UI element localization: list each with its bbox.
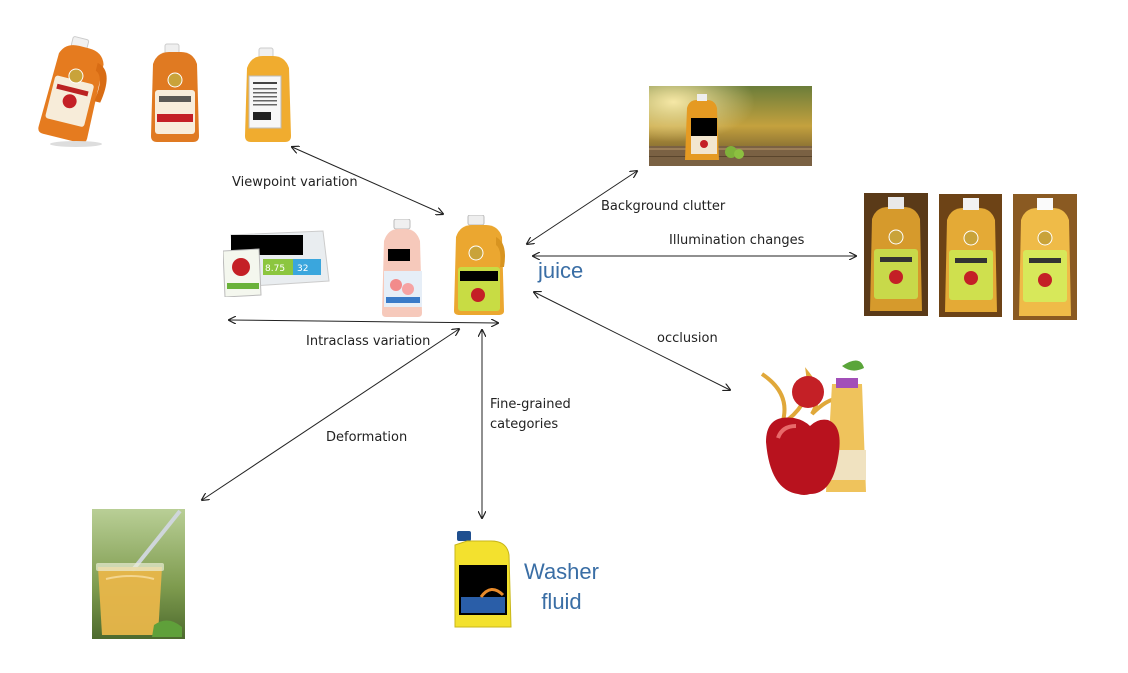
center-juice-jug-image <box>454 215 505 315</box>
viewpoint-jug-front-image <box>151 43 199 142</box>
illumination-jug-bright-image <box>1013 194 1077 320</box>
washer-fluid-line-1: Washer <box>524 559 599 584</box>
occlusion-image <box>760 360 866 495</box>
background-clutter-image <box>649 86 812 166</box>
illumination-jug-dark-image <box>864 193 928 316</box>
viewpoint-jug-side-image <box>245 47 291 142</box>
deformation-label: Deformation <box>326 430 408 445</box>
fine-grained-line-2: categories <box>490 417 559 432</box>
svg-text:32: 32 <box>297 264 308 274</box>
washer-fluid-line-2: fluid <box>541 589 582 614</box>
background-clutter-label: Background clutter <box>601 199 726 214</box>
washer-fluid-class-label: Washer fluid <box>524 557 599 617</box>
viewpoint-arrow <box>292 147 443 214</box>
background-arrow <box>527 171 637 244</box>
svg-text:8.75: 8.75 <box>265 264 285 274</box>
illumination-jug-medium-image <box>939 194 1002 317</box>
deformation-image <box>92 509 185 639</box>
occlusion-label: occlusion <box>657 331 718 346</box>
occlusion-arrow <box>534 292 730 390</box>
fine-grained-categories-label: Fine-grained categories <box>490 395 571 435</box>
intraclass-pink-bottle-image <box>382 219 422 317</box>
viewpoint-jug-tilted-image <box>38 36 107 147</box>
fine-grained-line-1: Fine-grained <box>490 397 571 412</box>
deformation-arrow <box>202 329 459 500</box>
washer-fluid-jug-image <box>454 531 512 628</box>
intraclass-arrow <box>229 320 498 323</box>
juice-class-label: juice <box>538 258 584 283</box>
illumination-changes-label: Illumination changes <box>669 233 805 248</box>
viewpoint-variation-label: Viewpoint variation <box>232 175 358 190</box>
intraclass-variation-label: Intraclass variation <box>306 334 431 349</box>
intraclass-juicebox-pack-image: 8.75 32 <box>223 230 330 297</box>
